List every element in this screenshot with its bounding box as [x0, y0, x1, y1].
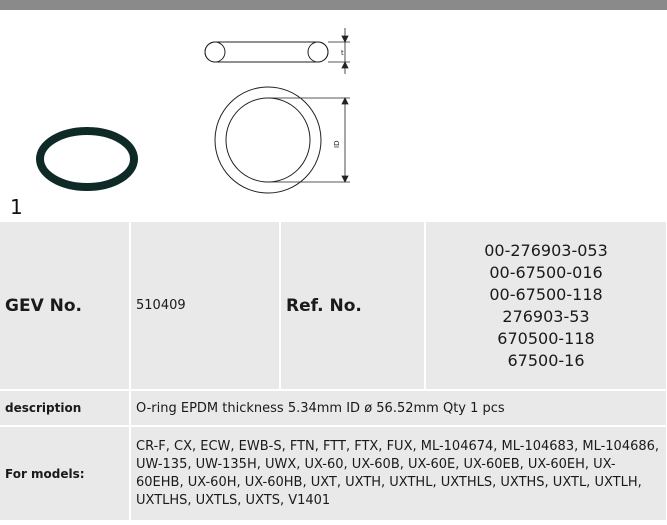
top-bar	[0, 0, 667, 10]
ref-numbers: 00-276903-053 00-67500-016 00-67500-118 …	[425, 222, 667, 391]
models-value: CR-F, CX, ECW, EWB-S, FTN, FTT, FTX, FUX…	[130, 426, 667, 522]
ref-number: 276903-53	[502, 306, 590, 326]
gev-label: GEV No.	[0, 222, 131, 391]
ref-number: 00-276903-053	[484, 240, 608, 260]
product-figure: t ID 1	[0, 10, 667, 222]
id-label: ID	[333, 141, 341, 148]
o-ring-front-view	[214, 86, 322, 194]
spec-table: GEV No. 510409 Ref. No. 00-276903-053 00…	[0, 222, 667, 522]
gev-value: 510409	[130, 222, 281, 391]
id-dimension	[268, 97, 350, 183]
thickness-label: t	[341, 49, 344, 57]
models-label: For models:	[0, 426, 131, 522]
ref-number: 00-67500-118	[489, 284, 603, 304]
table-row: For models: CR-F, CX, ECW, EWB-S, FTN, F…	[0, 426, 667, 522]
o-ring-side-view	[204, 41, 329, 63]
table-row: description O-ring EPDM thickness 5.34mm…	[0, 390, 667, 427]
figure-number: 1	[10, 195, 23, 219]
ref-number: 00-67500-016	[489, 262, 603, 282]
thickness-dimension	[328, 28, 350, 74]
ref-number: 67500-16	[507, 350, 585, 370]
description-label: description	[0, 390, 131, 427]
description-value: O-ring EPDM thickness 5.34mm ID ø 56.52m…	[130, 390, 667, 427]
ref-label: Ref. No.	[280, 222, 426, 391]
table-row: GEV No. 510409 Ref. No. 00-276903-053 00…	[0, 222, 667, 391]
ref-number: 670500-118	[497, 328, 595, 348]
o-ring-photo	[36, 127, 138, 191]
o-ring-drawing: t ID	[36, 28, 350, 194]
